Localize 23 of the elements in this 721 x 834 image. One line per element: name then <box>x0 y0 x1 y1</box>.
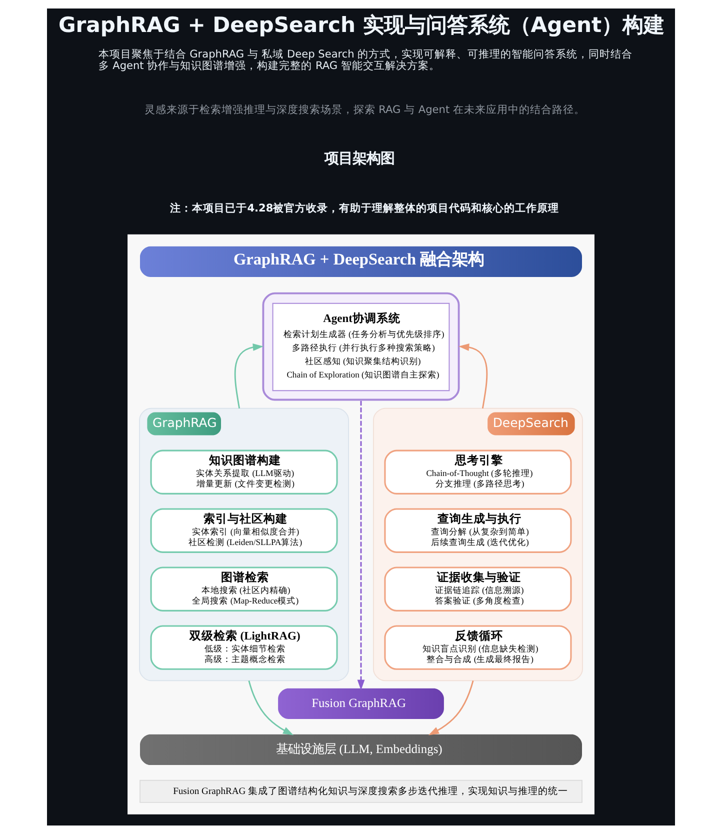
label: 本项目聚焦于结合 GraphRAG 与 私域 Deep Search 的方式，实现可解释、可推理的智能问答系统，同时结合多 Agent 协作与知识图谱增强，构建完整的 RAG 智能交互解决方案。 <box>98 48 632 72</box>
node-box: 双级检索 (LightRAG) 低级：实体细节检索 高级：主题概念检索 <box>150 625 338 670</box>
label: 项目架构图 <box>324 150 394 167</box>
node-box: 图谱检索 本地搜索 (社区内精确) 全局搜索 (Map-Reduce模式) <box>150 566 338 612</box>
node-box: 思考引擎 Chain-of-Thought (多轮推理) 分支推理 (多路径思考) <box>384 450 572 494</box>
node-box: 证据收集与验证 证据链追踪 (信息溯源) 答案验证 (多角度检查) <box>384 566 572 612</box>
arrow <box>428 680 474 736</box>
label: 灵感来源于检索增强推理与深度搜索场景，探索 RAG 与 Agent 在未来应用中的结合路径。 <box>144 104 584 116</box>
node-box: Fusion GraphRAG <box>278 688 444 720</box>
node-box: Fusion GraphRAG 集成了图谱结构化知识与深度搜索多步迭代推理，实现知识与推理的统一 <box>139 780 582 803</box>
node-box: 反馈循环 知识盲点识别 (信息缺失检测) 整合与合成 (生成最终报告) <box>384 625 572 670</box>
arrow <box>248 680 294 736</box>
node-box: GraphRAG + DeepSearch 融合架构 <box>140 246 582 278</box>
cluster <box>127 234 594 814</box>
node-box: 基础设施层 (LLM, Embeddings) <box>140 734 582 766</box>
diagram-title: GraphRAG + DeepSearch 实现与问答系统（Agent）构建 <box>58 12 664 38</box>
node-box: 知识图谱构建 实体关系提取 (LLM驱动) 增量更新 (文件变更检测) <box>150 450 338 494</box>
arrow <box>458 344 488 408</box>
node-box: 索引与社区构建 实体索引 (向量相似度合并) 社区检测 (Leiden/SLLPA算法) <box>150 508 338 553</box>
arrow <box>356 400 364 690</box>
label: 注：本项目已于4.28被官方收录，有助于理解整体的项目代码和核心的工作原理 <box>170 202 559 215</box>
arrow <box>234 344 263 408</box>
node-box: 查询生成与执行 查询分解 (从复杂到简单) 后续查询生成 (迭代优化) <box>384 508 572 553</box>
